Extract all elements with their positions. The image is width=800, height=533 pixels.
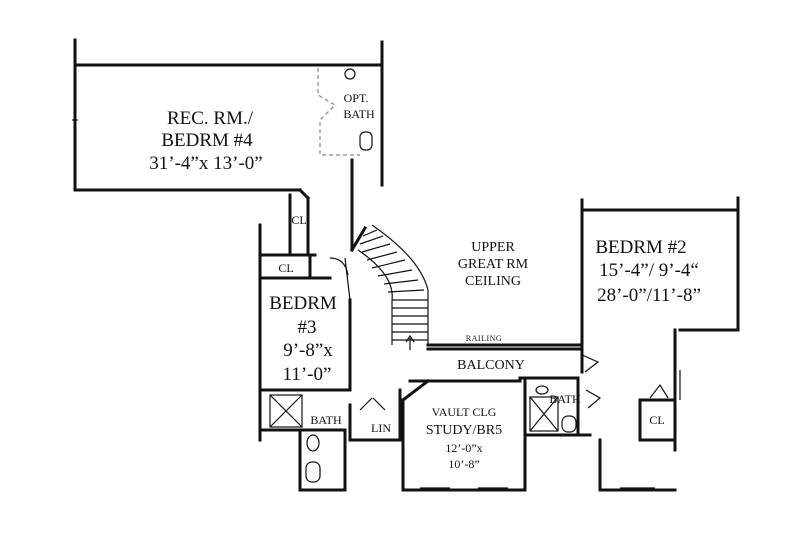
bath-left-label: BATH	[310, 413, 342, 427]
opt-bath-outline	[317, 68, 373, 156]
bedroom3-size1: 9’-8”x	[283, 340, 333, 361]
closet-lower-label: CL	[278, 261, 293, 275]
opt-bath-label1: OPT.	[344, 91, 369, 105]
linen-closet	[348, 388, 402, 442]
closet-right-label: CL	[649, 413, 664, 427]
rec-room-size: 31’-4”x 13’-0”	[149, 153, 262, 174]
toilet-icon	[305, 461, 321, 483]
rec-room-walls	[72, 38, 384, 252]
staircase	[349, 224, 429, 350]
bedroom3-size2: 11’-0”	[283, 364, 332, 385]
study-size1: 12’-0”x	[445, 441, 482, 455]
bedroom3-number: #3	[298, 317, 317, 338]
sink-right-icon	[535, 385, 549, 395]
toilet-right-icon	[561, 415, 577, 433]
closet-upper-label: CL	[291, 213, 306, 227]
bedroom2-size2: 28’-0”/11’-8”	[597, 285, 701, 306]
opt-bath-toilet-icon	[359, 131, 373, 151]
study-vault-label: VAULT CLG	[432, 405, 497, 419]
bedroom3-walls	[258, 193, 352, 492]
opt-bath-sink-icon	[344, 68, 356, 80]
rec-room-name2: BEDRM #4	[161, 130, 253, 151]
bedroom2-size1: 15’-4”/ 9’-4“	[599, 260, 699, 281]
bath-right-label: BATH	[549, 392, 581, 406]
study-size2: 10’-8”	[448, 457, 479, 471]
bath-left-fixtures	[269, 394, 321, 483]
rec-room-name: REC. RM./	[167, 108, 254, 129]
railing-label: RAILING	[466, 334, 502, 343]
balcony-label: BALCONY	[457, 358, 525, 373]
great-room-label2: GREAT RM	[458, 257, 529, 272]
opt-bath-label2: BATH	[343, 107, 375, 121]
linen-label: LIN	[371, 421, 391, 435]
study-name: STUDY/BR5	[426, 423, 502, 438]
great-room-label1: UPPER	[471, 240, 515, 255]
bedroom2-name: BEDRM #2	[595, 237, 686, 258]
bath-right	[523, 376, 602, 437]
bedroom3-name: BEDRM	[269, 293, 337, 314]
great-room-label3: CEILING	[465, 274, 521, 289]
rec-room-label: REC. RM./ BEDRM #4 31’-4”x 13’-0”	[149, 108, 262, 174]
sink-icon	[306, 434, 320, 452]
bedroom2-walls	[580, 196, 740, 492]
